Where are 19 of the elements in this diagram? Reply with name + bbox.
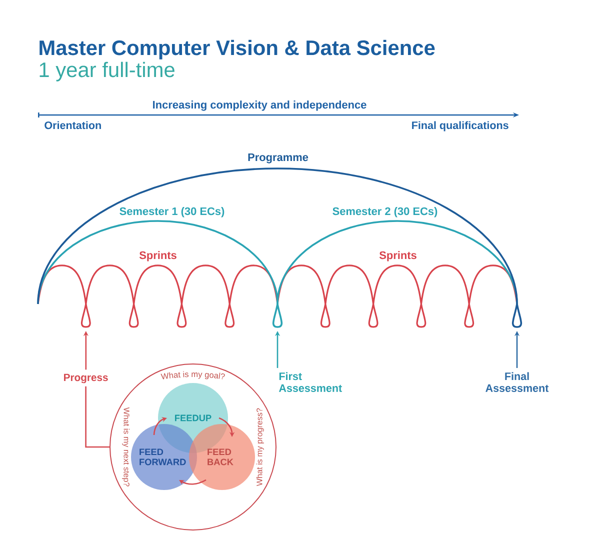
curve-loop xyxy=(272,304,283,328)
cycle-arrow xyxy=(153,417,167,436)
curve-loop xyxy=(512,304,522,328)
cycle-arrow xyxy=(179,479,206,485)
arc-label: Sprints xyxy=(139,251,176,262)
milestone-label: First Assessment xyxy=(278,372,342,392)
timeline-label: Increasing complexity and independence xyxy=(153,100,366,111)
timeline-label: Final qualifications xyxy=(412,121,508,132)
milestone-label: Progress xyxy=(64,374,108,384)
arc-label: Programme xyxy=(248,153,308,164)
title: Master Computer Vision & Data Science xyxy=(40,40,435,60)
timeline-label: Orientation xyxy=(44,121,101,130)
connector-line xyxy=(85,386,110,448)
arc-label: Semester 1 (30 ECs) xyxy=(120,207,224,218)
arc-label: Sprints xyxy=(379,251,416,262)
arc-label: Semester 2 (30 ECs) xyxy=(332,207,438,218)
subtitle: 1 year full-time xyxy=(40,62,174,82)
curve-loop xyxy=(80,304,91,328)
milestone-label: Final Assessment xyxy=(486,372,549,392)
